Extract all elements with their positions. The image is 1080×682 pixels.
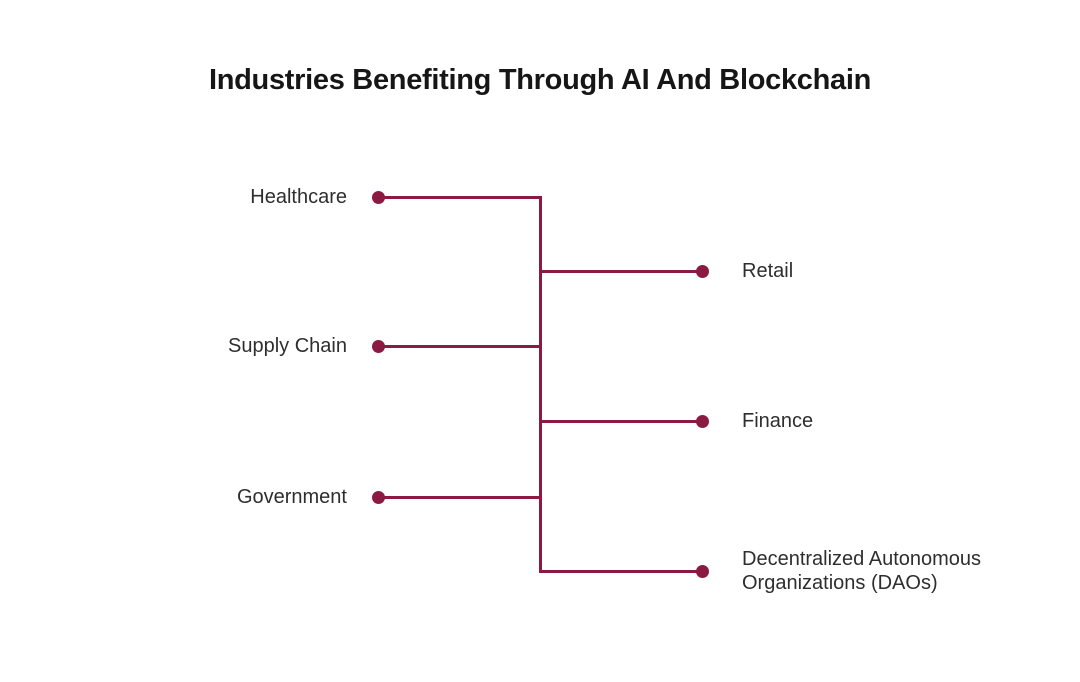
connector-line-daos: [540, 569, 702, 573]
connector-line-healthcare: [378, 195, 540, 199]
connector-line-retail: [540, 269, 702, 273]
connector-line-finance: [540, 419, 702, 423]
node-dot-retail: [695, 264, 709, 278]
label-daos: Decentralized Autonomous Organizations (…: [742, 548, 982, 594]
node-dot-government: [371, 490, 385, 504]
label-retail: Retail: [742, 260, 794, 282]
label-government: Government: [236, 486, 347, 508]
connector-line-supply-chain: [378, 344, 540, 348]
node-dot-daos: [695, 564, 709, 578]
label-finance: Finance: [742, 410, 814, 432]
node-dot-healthcare: [371, 190, 385, 204]
connector-line-government: [378, 495, 540, 499]
node-dot-finance: [695, 414, 709, 428]
label-supply-chain: Supply Chain: [228, 335, 347, 357]
connector-spine: [538, 195, 542, 573]
page-title: Industries Benefiting Through AI And Blo…: [208, 64, 872, 96]
node-dot-supply-chain: [371, 339, 385, 353]
label-healthcare: Healthcare: [250, 186, 347, 208]
